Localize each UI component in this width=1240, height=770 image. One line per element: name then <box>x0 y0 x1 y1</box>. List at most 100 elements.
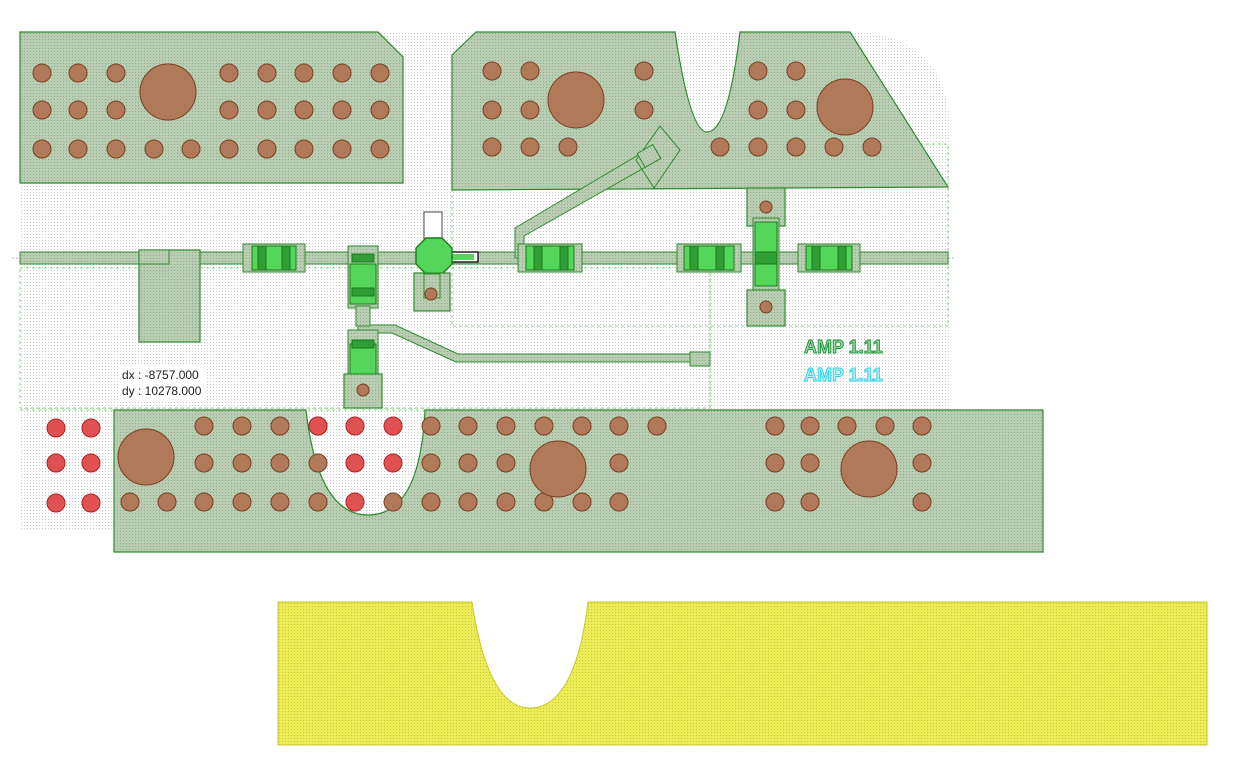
via <box>912 492 932 512</box>
via <box>194 416 214 436</box>
via <box>862 137 882 157</box>
via <box>520 61 540 81</box>
via <box>181 139 201 159</box>
port-pad-left[interactable] <box>138 249 201 343</box>
via <box>748 100 768 120</box>
via <box>332 100 352 120</box>
via <box>32 100 52 120</box>
via <box>68 100 88 120</box>
component-stack-left[interactable] <box>343 245 383 409</box>
via <box>482 137 502 157</box>
via <box>786 137 806 157</box>
via <box>496 492 516 512</box>
drill-hole <box>46 493 66 513</box>
drill-hole <box>383 416 403 436</box>
via <box>609 492 629 512</box>
via <box>32 139 52 159</box>
via <box>800 453 820 473</box>
large-via <box>816 78 874 136</box>
via <box>912 416 932 436</box>
series-component-1[interactable] <box>242 243 306 273</box>
via <box>270 453 290 473</box>
dx-readout: dx : -8757.000 <box>122 368 199 382</box>
via <box>534 416 554 436</box>
via <box>824 137 844 157</box>
via <box>634 100 654 120</box>
via <box>257 63 277 83</box>
via <box>332 139 352 159</box>
via <box>496 453 516 473</box>
drill-hole <box>81 493 101 513</box>
via <box>609 453 629 473</box>
via <box>308 453 328 473</box>
via <box>748 137 768 157</box>
via <box>270 492 290 512</box>
via <box>294 139 314 159</box>
drill-hole <box>81 453 101 473</box>
via <box>383 492 403 512</box>
via <box>572 416 592 436</box>
via <box>32 63 52 83</box>
via <box>232 453 252 473</box>
octagon-junction[interactable] <box>413 211 479 312</box>
via <box>157 492 177 512</box>
via <box>294 63 314 83</box>
via <box>800 492 820 512</box>
drill-array[interactable] <box>46 416 403 513</box>
drill-hole <box>46 453 66 473</box>
via <box>748 61 768 81</box>
via <box>194 492 214 512</box>
via <box>458 416 478 436</box>
drill-hole <box>81 418 101 438</box>
port-pad-left-neck[interactable] <box>138 249 170 265</box>
via <box>634 61 654 81</box>
via <box>572 492 592 512</box>
large-via <box>547 71 605 129</box>
via <box>232 492 252 512</box>
series-component-2[interactable] <box>517 243 583 273</box>
via <box>647 416 667 436</box>
via <box>800 416 820 436</box>
via <box>370 100 390 120</box>
via <box>270 416 290 436</box>
large-via <box>840 440 898 498</box>
via <box>421 453 441 473</box>
drill-hole <box>345 416 365 436</box>
via <box>68 139 88 159</box>
via-array[interactable] <box>32 61 932 512</box>
diagonal-stub-pad[interactable] <box>636 143 662 169</box>
drill-hole <box>46 418 66 438</box>
via <box>219 139 239 159</box>
via <box>520 100 540 120</box>
via <box>558 137 578 157</box>
via <box>294 100 314 120</box>
series-component-3[interactable] <box>676 243 742 273</box>
via <box>106 100 126 120</box>
via <box>458 492 478 512</box>
via <box>370 63 390 83</box>
via <box>496 416 516 436</box>
via <box>520 137 540 157</box>
via <box>219 100 239 120</box>
via <box>765 416 785 436</box>
via <box>370 139 390 159</box>
via <box>710 137 730 157</box>
large-via <box>529 440 587 498</box>
via <box>765 492 785 512</box>
large-via <box>117 428 175 486</box>
via <box>765 453 785 473</box>
via <box>421 492 441 512</box>
large-via <box>139 63 197 121</box>
series-component-4[interactable] <box>797 243 861 273</box>
drill-hole <box>383 453 403 473</box>
silkscreen-region[interactable] <box>277 601 1208 746</box>
via <box>219 63 239 83</box>
component-stack-right[interactable] <box>746 187 786 327</box>
coordinate-readout: dx : -8757.000 dy : 10278.000 <box>118 366 206 400</box>
drill-hole <box>345 492 365 512</box>
via <box>786 61 806 81</box>
diagonal-stub-end[interactable] <box>635 125 681 189</box>
stub-end-pad[interactable] <box>689 351 711 367</box>
via <box>912 453 932 473</box>
